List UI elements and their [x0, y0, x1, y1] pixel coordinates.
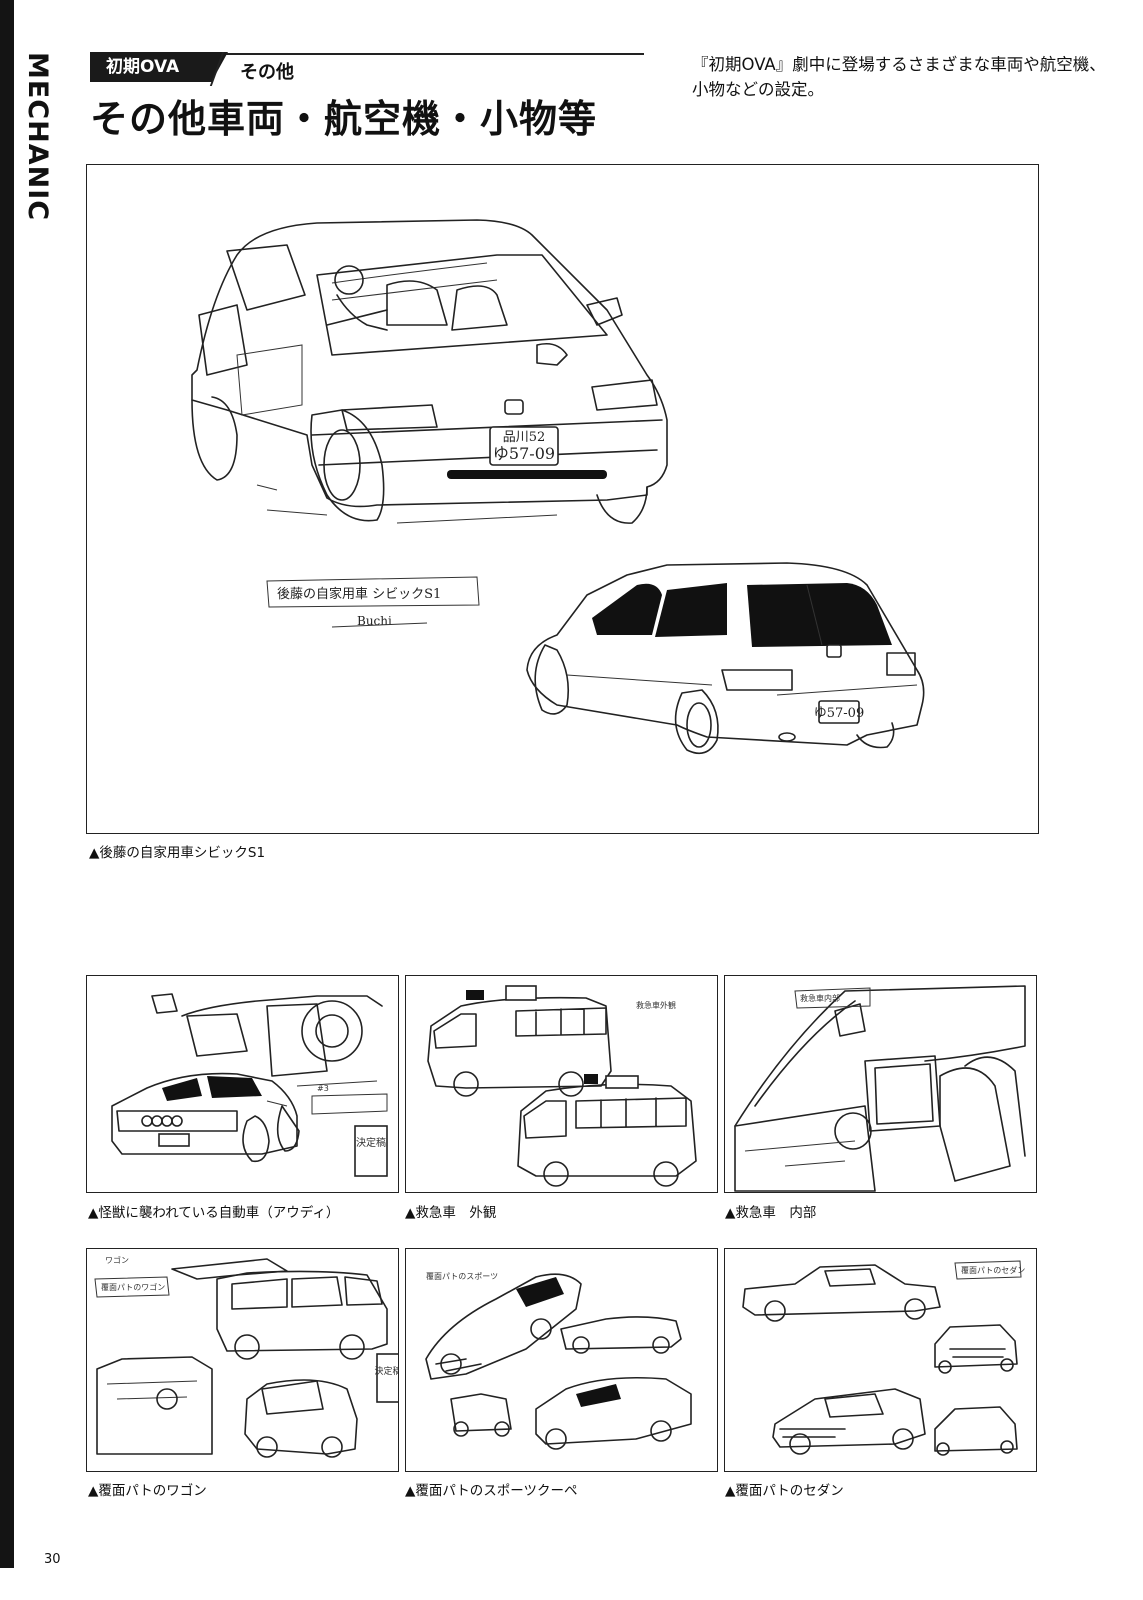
caption-audi: ▲怪獣に襲われている自動車（アウディ） — [88, 1205, 340, 1221]
coupe-note: 覆面パトのスポーツ — [426, 1272, 498, 1281]
ambulance-exterior-illustration: 救急車外観 — [427, 985, 697, 1187]
figure-sports-coupe: 覆面パトのスポーツ — [405, 1248, 718, 1472]
side-label: MECHANIC — [22, 52, 53, 222]
wagon-note-2: 覆面パトのワゴン — [101, 1282, 165, 1292]
caption-sedan: ▲覆面パトのセダン — [725, 1483, 844, 1499]
sports-coupe-illustration: 覆面パトのスポーツ — [425, 1272, 692, 1450]
page-title: その他車両・航空機・小物等 — [90, 97, 598, 141]
section-tag: 初期OVA — [90, 52, 228, 82]
wagon-note-final: 決定稿 — [374, 1365, 399, 1377]
caption-ambulance-exterior: ▲救急車 外観 — [405, 1205, 497, 1221]
audi-illustration: #3 決定稿 — [111, 993, 388, 1177]
sub-tag: その他 — [240, 62, 294, 83]
figure-wagon: ワゴン 覆面パトのワゴン 決定稿 — [86, 1248, 399, 1472]
interior-note: 救急車内部 — [800, 993, 840, 1003]
figure-sedan: 覆面パトのセダン — [724, 1248, 1037, 1472]
wagon-illustration: ワゴン 覆面パトのワゴン 決定稿 — [94, 1255, 399, 1458]
page-number: 30 — [44, 1552, 61, 1567]
front-plate-top: 品川52 — [503, 430, 546, 445]
civic-rear-view: ゆ57-09 — [526, 562, 925, 755]
intro-text: 『初期OVA』劇中に登場するさまざまな車両や航空機、小物などの設定。 — [692, 55, 1106, 99]
figure-audi: #3 決定稿 — [86, 975, 399, 1193]
audi-note-final: 決定稿 — [356, 1136, 386, 1149]
front-plate-bottom: ゆ57-09 — [493, 444, 555, 463]
ambulance-interior-illustration: 救急車内部 — [734, 985, 1026, 1192]
wagon-note-1: ワゴン — [105, 1255, 129, 1265]
main-figure: 品川52 ゆ57-09 後藤の自家用車 シビックS1 Buchi — [86, 164, 1039, 834]
rear-plate: ゆ57-09 — [814, 706, 864, 721]
section-rule — [226, 53, 644, 55]
sedan-note: 覆面パトのセダン — [961, 1265, 1025, 1275]
caption-wagon: ▲覆面パトのワゴン — [88, 1483, 207, 1499]
side-bar — [0, 0, 14, 1568]
main-caption: ▲後藤の自家用車シビックS1 — [89, 845, 266, 861]
figure-ambulance-interior: 救急車内部 — [724, 975, 1037, 1193]
figure-ambulance-exterior: 救急車外観 — [405, 975, 718, 1193]
ambulance-note: 救急車外観 — [636, 1000, 676, 1010]
caption-ambulance-interior: ▲救急車 内部 — [725, 1205, 817, 1221]
hand-note: 後藤の自家用車 シビックS1 Buchi — [266, 576, 480, 628]
caption-sports-coupe: ▲覆面パトのスポーツクーペ — [405, 1483, 578, 1499]
sedan-illustration: 覆面パトのセダン — [742, 1260, 1025, 1456]
audi-note-number: #3 — [317, 1084, 329, 1093]
civic-illustration: 品川52 ゆ57-09 後藤の自家用車 シビックS1 Buchi — [191, 219, 925, 755]
note-civic: 後藤の自家用車 シビックS1 — [277, 586, 441, 602]
civic-front-view: 品川52 ゆ57-09 — [191, 219, 668, 524]
